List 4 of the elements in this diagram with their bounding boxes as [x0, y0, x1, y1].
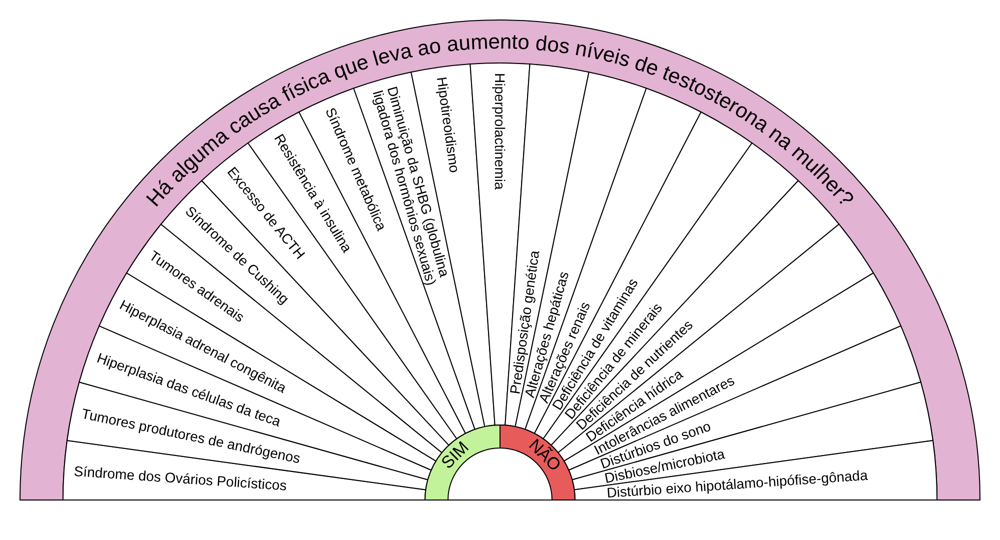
answer-label: SIM: [438, 438, 472, 472]
answer-ring-segment: [424, 424, 500, 500]
answer-ring-segment: [500, 424, 576, 500]
segment-label: Síndrome dos Ovários Policísticos: [73, 462, 288, 494]
